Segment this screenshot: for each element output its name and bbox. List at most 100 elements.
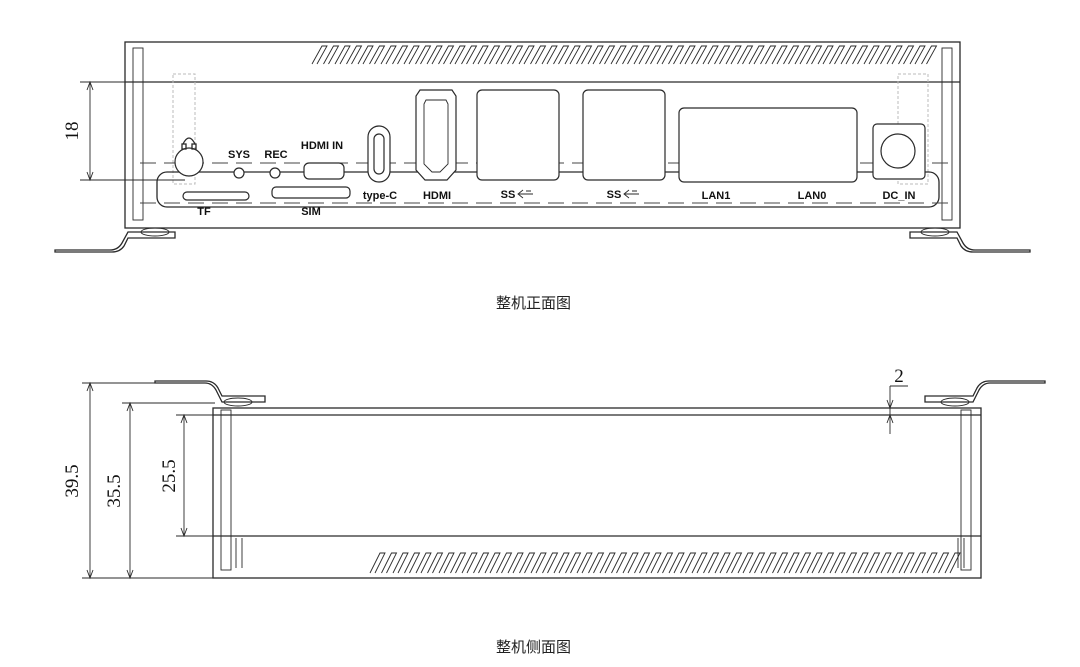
vent-slot (392, 552, 409, 574)
vent-slot (484, 552, 501, 574)
vent-slot (840, 45, 857, 65)
vent-slot (507, 552, 524, 574)
vent-slot (438, 552, 455, 574)
vent-slot (703, 552, 720, 574)
hdmi-port-inner (423, 99, 449, 173)
vent-slot (679, 45, 696, 65)
vent-slot (380, 45, 397, 65)
vent-slot (944, 552, 961, 574)
vent-slot (587, 45, 604, 65)
vent-slot (530, 45, 547, 65)
vent-slot (404, 552, 421, 574)
side-right-foot (924, 380, 1046, 403)
front-right-foot (909, 231, 1031, 253)
lan0-label: LAN0 (798, 190, 827, 202)
dim-18-arrows (86, 80, 94, 182)
vent-slot (795, 552, 812, 574)
vent-slot (369, 45, 386, 65)
vent-slot (668, 552, 685, 574)
vent-slot (519, 552, 536, 574)
type-c-inner (373, 133, 385, 175)
vent-slot (875, 45, 892, 65)
vent-slot (691, 552, 708, 574)
vent-slot (725, 45, 742, 65)
right-wall (941, 47, 953, 221)
vent-slot (449, 45, 466, 65)
left-wall (132, 47, 144, 221)
vent-slot (691, 45, 708, 65)
vent-slot (921, 552, 938, 574)
vent-slot (369, 552, 386, 574)
vent-slot (576, 552, 593, 574)
vent-slot (783, 45, 800, 65)
vent-slot (817, 45, 834, 65)
sys-led (233, 167, 245, 179)
dim-39-arrows (86, 381, 94, 580)
vent-slot (714, 552, 731, 574)
vent-slot (495, 45, 512, 65)
vent-slot (553, 45, 570, 65)
headphone-icon-left (181, 143, 187, 150)
vent-slot (702, 45, 719, 65)
vent-slot (599, 552, 616, 574)
vent-slot (518, 45, 535, 65)
vent-slot (829, 45, 846, 65)
vent-slot (553, 552, 570, 574)
vent-slot (794, 45, 811, 65)
usb3-port-1 (476, 89, 560, 181)
front-view: TF SYS REC HDMI IN SIM type-C HDMI SS SS… (54, 41, 1031, 253)
vent-slot (909, 45, 926, 65)
vent-slot (852, 552, 869, 574)
side-left-foot-screw (223, 397, 253, 407)
side-left-foot (154, 380, 266, 403)
sim-label: SIM (301, 206, 321, 218)
rec-led (269, 167, 281, 179)
vent-slot (622, 45, 639, 65)
vent-slot (760, 45, 777, 65)
vent-slot (772, 552, 789, 574)
vent-slot (484, 45, 501, 65)
usb-icon-2 (623, 189, 639, 199)
vent-slot (863, 45, 880, 65)
front-enclosure (124, 41, 961, 229)
vent-slot (461, 45, 478, 65)
vent-slot (818, 552, 835, 574)
dim-2-arrows (886, 399, 894, 424)
tf-slot (182, 191, 250, 201)
vent-slot (311, 45, 328, 65)
vent-slot (748, 45, 765, 65)
side-right-foot-screw (940, 397, 970, 407)
vent-slot (645, 45, 662, 65)
usb3-label-1: SS (501, 189, 516, 201)
vent-slot (473, 552, 490, 574)
side-view: 39.5 35.5 25.5 2 (62, 366, 1046, 580)
vent-slot (668, 45, 685, 65)
vent-slot (461, 552, 478, 574)
vent-slot (530, 552, 547, 574)
vent-slot (680, 552, 697, 574)
vent-slot (392, 45, 409, 65)
vent-slot (645, 552, 662, 574)
right-foot-screw (920, 227, 950, 237)
sys-label: SYS (228, 149, 250, 161)
type-c-label: type-C (363, 190, 397, 202)
lan1-label: LAN1 (702, 190, 731, 202)
dim-18-value: 18 (62, 122, 83, 141)
vent-slot (599, 45, 616, 65)
dim-35-value: 35.5 (104, 474, 125, 507)
side-vent-slots (369, 552, 961, 574)
vent-slot (841, 552, 858, 574)
vent-slot (438, 45, 455, 65)
vent-slot (656, 45, 673, 65)
vent-slot (427, 552, 444, 574)
usb-icon-1 (517, 189, 533, 199)
tf-label: TF (197, 206, 211, 218)
vent-slot (760, 552, 777, 574)
vent-slot (403, 45, 420, 65)
headphone-icon (182, 137, 196, 145)
rec-label: REC (264, 149, 287, 161)
hdmi-port (415, 89, 457, 181)
dim-39-value: 39.5 (62, 464, 83, 497)
dim-35-arrows (126, 401, 134, 580)
front-vent-slots (311, 45, 938, 65)
